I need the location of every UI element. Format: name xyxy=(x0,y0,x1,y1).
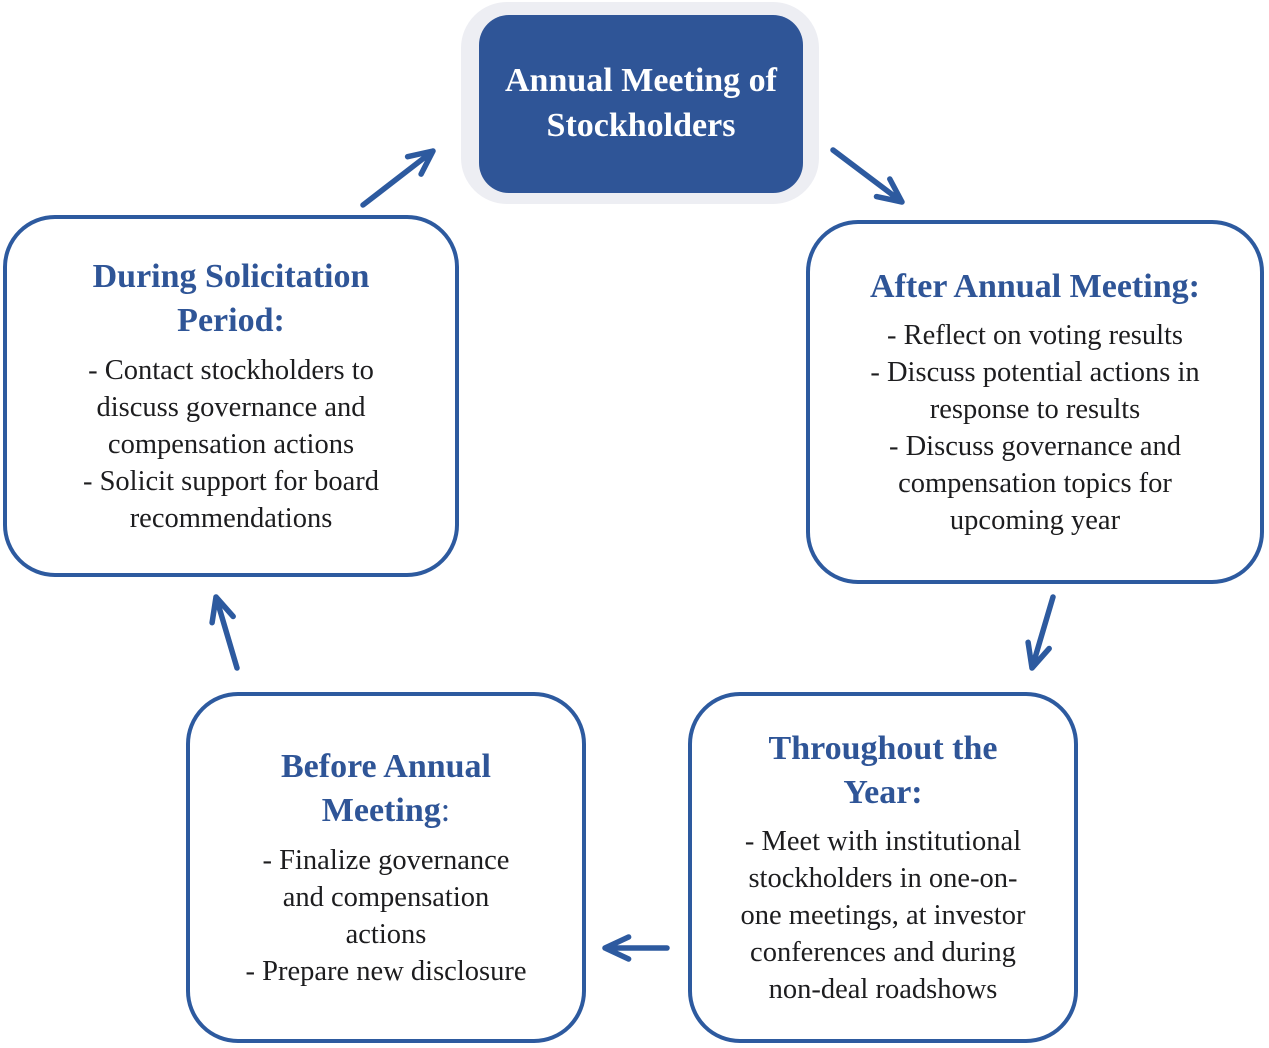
annual-meeting-title: Annual Meeting of Stockholders xyxy=(505,62,777,144)
during-solicitation-title: During Solicitation Period: xyxy=(92,258,370,340)
bullet-item: - Discuss potential actions in response … xyxy=(870,357,1200,426)
annual-meeting-box: Annual Meeting of Stockholders xyxy=(479,15,803,193)
bullet-item: - Contact stockholders to discuss govern… xyxy=(88,354,374,460)
throughout-the-year-title: Throughout the Year: xyxy=(768,729,998,811)
during-solicitation-box: During Solicitation Period: - Contact st… xyxy=(3,215,459,577)
bullet-item: - Finalize governance and compensation a… xyxy=(262,844,510,950)
bullet-item: - Solicit support for board recommendati… xyxy=(82,465,380,534)
bullet-item: - Meet with institutional stockholders i… xyxy=(740,826,1026,1006)
arrow-after-to-throughout xyxy=(1025,594,1056,671)
bullet-item: - Prepare new disclosure xyxy=(245,955,527,987)
before-annual-meeting-title-text: Before Annual Meeting xyxy=(280,748,491,830)
before-annual-meeting-title-colon: : xyxy=(440,792,451,830)
after-annual-meeting-box: After Annual Meeting: - Reflect on votin… xyxy=(806,220,1264,584)
bullet-item: - Discuss governance and compensation to… xyxy=(888,431,1182,537)
arrow-before-to-during xyxy=(209,594,240,671)
arrow-annual-meeting-to-after xyxy=(830,147,905,205)
throughout-the-year-box: Throughout the Year: - Meet with institu… xyxy=(688,692,1078,1043)
arrow-during-to-annual-meeting xyxy=(360,148,436,208)
after-annual-meeting-title: After Annual Meeting: xyxy=(870,267,1200,305)
before-annual-meeting-title: Before Annual Meeting: xyxy=(281,745,491,833)
bullet-item: - Reflect on voting results xyxy=(886,319,1184,351)
arrow-throughout-to-before xyxy=(602,934,670,962)
before-annual-meeting-box: Before Annual Meeting: - Finalize govern… xyxy=(186,692,586,1043)
